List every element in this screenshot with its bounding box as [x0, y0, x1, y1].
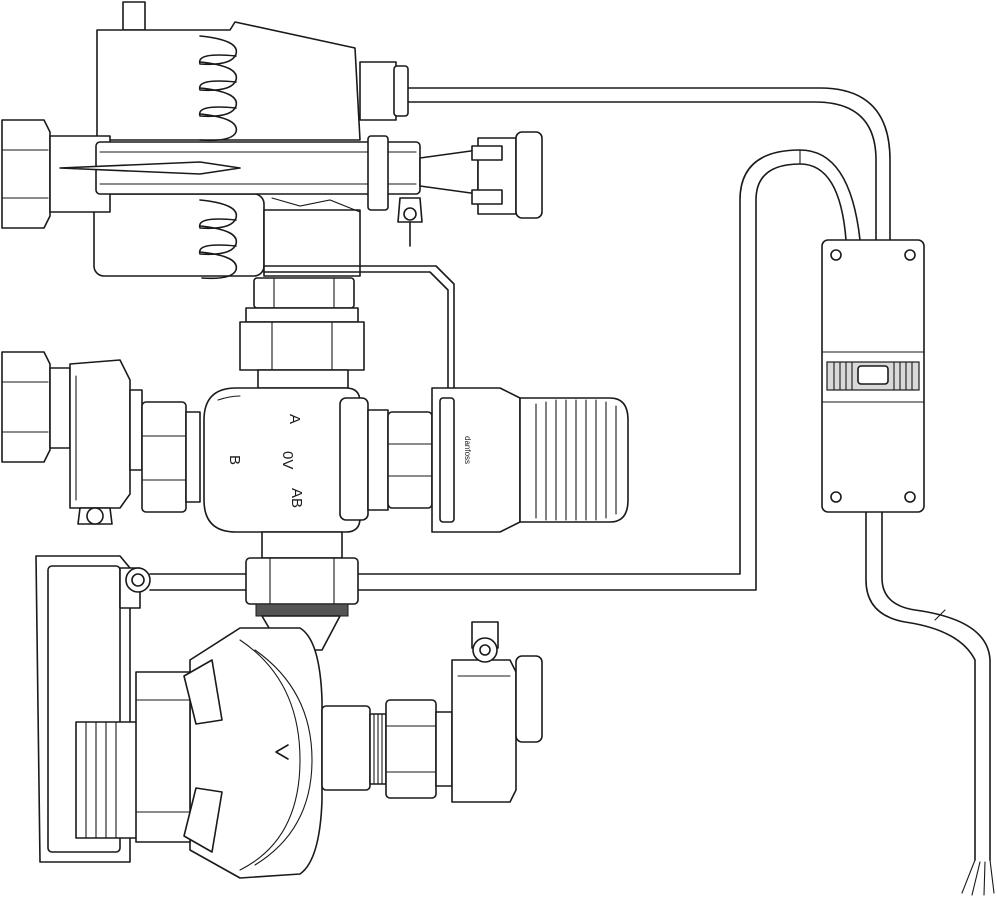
- cable-upper: [404, 87, 891, 241]
- sensor-capillary: [263, 265, 455, 393]
- thermostatic-head: danfoss: [387, 387, 629, 533]
- mixing-valve-body: A B 0V AB: [203, 387, 389, 533]
- screw-icon: [830, 491, 842, 503]
- top-pipe-assembly: [1, 119, 543, 247]
- screw-icon: [830, 249, 842, 261]
- valve-label-b: B: [226, 455, 243, 465]
- thermostat-brand-label: danfoss: [463, 436, 472, 464]
- valve-label-ab: AB: [288, 488, 305, 508]
- cable-lower: [149, 149, 861, 591]
- screw-icon: [904, 491, 916, 503]
- valve-label-center: 0V: [279, 451, 296, 469]
- spring-coil: [198, 35, 238, 280]
- circulation-pump: [135, 615, 453, 879]
- screw-icon: [904, 249, 916, 261]
- left-inlet-assembly: [1, 351, 201, 525]
- cable-output: [865, 511, 995, 896]
- lower-coupling: [245, 531, 359, 617]
- upper-coupling: [239, 277, 365, 389]
- junction-box: [821, 239, 925, 513]
- pump-control-module: [35, 555, 151, 863]
- valve-actuator: [93, 1, 409, 280]
- valve-label-a: A: [286, 414, 303, 424]
- right-outlet-valve: [451, 621, 543, 803]
